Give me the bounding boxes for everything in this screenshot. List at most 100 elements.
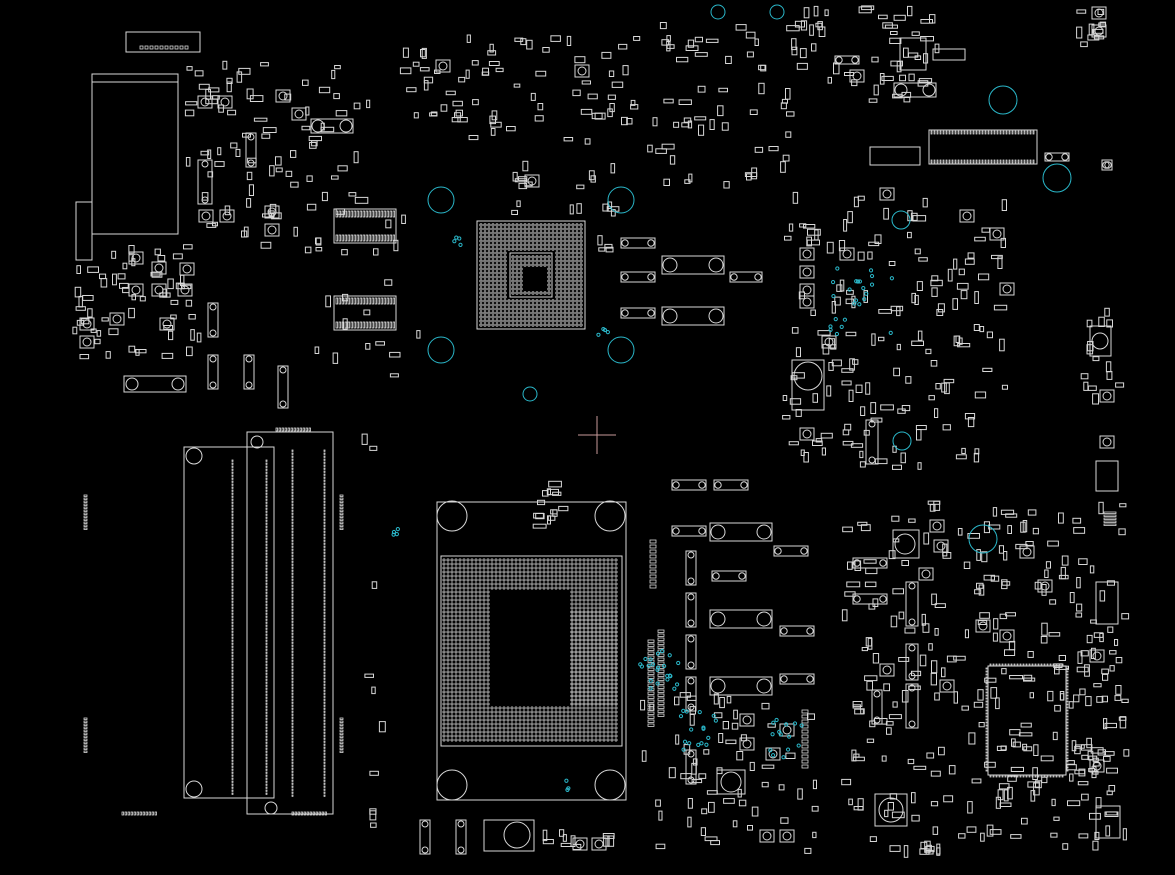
ball xyxy=(494,734,498,738)
smd-part xyxy=(1027,651,1034,658)
pin xyxy=(231,615,234,618)
smd-part xyxy=(1033,782,1040,796)
ball xyxy=(598,706,602,710)
pin xyxy=(265,708,268,711)
pin xyxy=(1026,159,1029,164)
pin xyxy=(323,641,326,644)
ball xyxy=(462,662,466,666)
smd-part xyxy=(1076,577,1081,589)
smd-part xyxy=(334,65,341,70)
ball xyxy=(614,650,618,654)
ball xyxy=(450,558,454,562)
ball xyxy=(586,630,590,634)
pin xyxy=(1017,159,1020,164)
ball xyxy=(523,239,527,243)
ball xyxy=(495,239,499,243)
ball xyxy=(567,243,571,247)
ball xyxy=(487,255,491,259)
pin xyxy=(265,744,268,747)
ball xyxy=(450,590,454,594)
ball xyxy=(483,311,487,315)
pin xyxy=(291,584,294,587)
smd-part xyxy=(686,695,697,701)
ball xyxy=(462,590,466,594)
ball xyxy=(494,730,498,734)
ball xyxy=(606,658,610,662)
ball xyxy=(598,662,602,666)
pin xyxy=(801,729,809,734)
ball xyxy=(483,283,487,287)
ball xyxy=(483,287,487,291)
ball xyxy=(590,718,594,722)
smd-part xyxy=(778,784,785,791)
pin xyxy=(801,749,809,754)
ball xyxy=(614,590,618,594)
ball xyxy=(590,674,594,678)
pin xyxy=(154,45,159,50)
ball xyxy=(442,670,446,674)
ball xyxy=(470,670,474,674)
ball xyxy=(450,686,454,690)
smd-part xyxy=(261,133,271,139)
ball xyxy=(586,642,590,646)
ball xyxy=(579,263,583,267)
smd-part xyxy=(912,215,927,222)
ball xyxy=(526,718,530,722)
pin xyxy=(1065,694,1069,697)
pin xyxy=(323,575,326,578)
pin xyxy=(1065,757,1069,760)
ball xyxy=(454,670,458,674)
pin xyxy=(985,757,989,760)
pin xyxy=(939,130,942,135)
pin xyxy=(1020,159,1023,164)
ball xyxy=(458,650,462,654)
smd-part xyxy=(79,354,90,360)
ball xyxy=(506,570,510,574)
ball xyxy=(578,630,582,634)
pin xyxy=(323,791,326,794)
ball xyxy=(559,267,563,271)
ball xyxy=(470,710,474,714)
ball xyxy=(586,586,590,590)
ball xyxy=(550,710,554,714)
dimm-slot-a xyxy=(183,446,275,799)
smd-part xyxy=(681,122,690,128)
ball xyxy=(470,578,474,582)
ball xyxy=(574,698,578,702)
ball xyxy=(466,730,470,734)
pin xyxy=(359,297,363,305)
switch-24 xyxy=(879,187,895,201)
pin xyxy=(231,606,234,609)
smd-part xyxy=(934,628,939,636)
ball xyxy=(582,686,586,690)
smd-part xyxy=(955,454,967,460)
ball xyxy=(610,594,614,598)
ball xyxy=(562,566,566,570)
ball xyxy=(458,690,462,694)
smd-part xyxy=(869,836,877,843)
ball xyxy=(466,698,470,702)
smd-part xyxy=(908,73,915,82)
smd-part xyxy=(813,5,819,17)
ball xyxy=(458,574,462,578)
ball xyxy=(515,323,519,327)
ball xyxy=(486,682,490,686)
switch-30 xyxy=(975,619,991,633)
ball xyxy=(511,247,515,251)
ball xyxy=(578,662,582,666)
pin xyxy=(323,587,326,590)
pin xyxy=(647,703,655,707)
ball xyxy=(539,319,543,323)
ball xyxy=(610,702,614,706)
pin xyxy=(966,159,969,164)
ball xyxy=(571,303,575,307)
ball xyxy=(486,702,490,706)
pin xyxy=(362,321,366,329)
smd-part xyxy=(401,214,406,225)
tall-part-12 xyxy=(905,581,919,627)
smd-part xyxy=(1101,668,1109,675)
ball xyxy=(594,562,598,566)
pin xyxy=(231,750,234,753)
